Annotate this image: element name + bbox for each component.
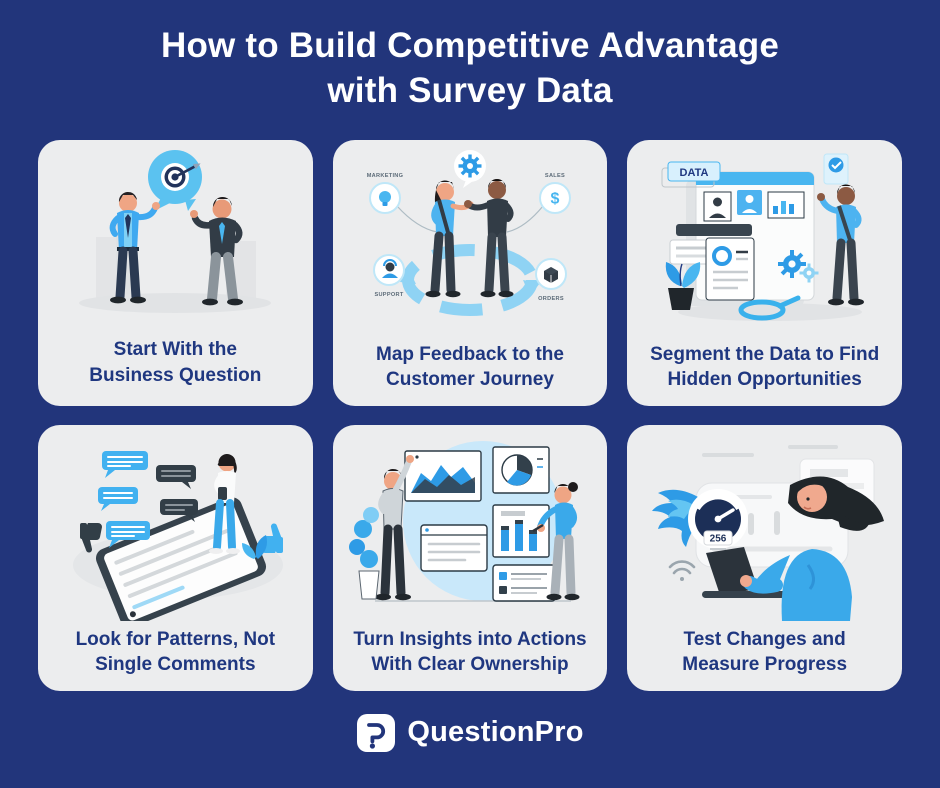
card-insights-to-actions: Turn Insights into Actions With Clear Ow…	[332, 424, 608, 691]
thumbs-down-icon	[80, 522, 103, 553]
person-left	[109, 192, 161, 304]
chat-bubbles-icons	[98, 450, 199, 548]
team-charts-illustration	[348, 440, 580, 602]
page-title: How to Build Competitive Advantage with …	[160, 26, 780, 110]
brand-name: QuestionPro	[407, 716, 584, 749]
checkmark-badge-icon	[823, 153, 849, 185]
card-caption: Segment the Data to Find Hidden Opportun…	[650, 343, 880, 390]
sales-label: SALES	[545, 173, 565, 179]
card-start-with-business-question: Start With the Business Question	[38, 139, 313, 406]
lightbulb-icon	[378, 190, 391, 206]
speedometer-icon: 256	[651, 488, 748, 550]
speed-value: 256	[709, 533, 726, 544]
notes-panel	[420, 523, 488, 572]
person-woman	[425, 180, 474, 297]
sales-node: SALES $	[538, 173, 571, 214]
orders-label: ORDERS	[538, 296, 564, 302]
illustration-customer-journey: MARKETING SALES $	[333, 140, 608, 336]
card-look-for-patterns: Look for Patterns, Not Single Comments	[38, 424, 313, 691]
target-speech-bubble-icon	[148, 150, 203, 212]
dollar-icon: $	[551, 190, 560, 207]
support-agent-icon	[381, 258, 398, 278]
speedometer-laptop-illustration: 256	[651, 444, 884, 621]
magnifier-icon	[738, 295, 801, 321]
marketing-node: MARKETING	[367, 173, 404, 214]
ground-shadow	[79, 293, 272, 314]
data-tag: DATA	[661, 161, 721, 188]
person-pointing	[816, 184, 864, 305]
illustration-test-measure: 256	[627, 425, 902, 621]
card-grid: Start With the Business Question	[38, 139, 902, 691]
document-panel	[705, 237, 755, 301]
leaves-icon	[242, 534, 268, 559]
person-with-phone	[209, 453, 241, 554]
gear-speech-bubble-icon	[453, 149, 486, 188]
customer-journey-illustration: MARKETING SALES $	[367, 149, 571, 316]
card-caption: Map Feedback to the Customer Journey	[376, 343, 564, 390]
tablet-comments-illustration	[73, 450, 284, 621]
illustration-segment-data: DATA	[627, 140, 902, 336]
infographic-root: How to Build Competitive Advantage with …	[0, 26, 940, 753]
person-reviewer	[532, 481, 580, 600]
person-right	[190, 197, 244, 306]
area-chart-panel	[404, 449, 482, 502]
two-people-discussing-illustration	[79, 150, 272, 314]
support-node: SUPPORT	[372, 253, 405, 298]
wifi-icon	[668, 559, 695, 581]
illustration-patterns	[38, 425, 313, 621]
data-panels-illustration: DATA	[661, 153, 864, 321]
package-box-icon	[543, 266, 558, 283]
card-segment-data: DATA	[627, 139, 902, 406]
marketing-label: MARKETING	[367, 173, 404, 179]
journey-cycle-arrows	[399, 243, 540, 316]
bar-chart-panel	[492, 503, 550, 558]
ground-shadow	[677, 302, 862, 321]
pie-chart-panel	[492, 445, 550, 494]
card-caption: Start With the Business Question	[89, 339, 262, 386]
illustration-business-question	[38, 140, 313, 332]
questionpro-logo-icon	[357, 713, 396, 752]
profile-card-icons	[703, 189, 805, 222]
gears-icon	[777, 249, 819, 283]
footer-brand: QuestionPro	[0, 713, 940, 753]
card-caption: Test Changes and Measure Progress	[682, 628, 848, 675]
card-caption: Turn Insights into Actions With Clear Ow…	[353, 628, 587, 675]
person-woman-laptop	[739, 476, 884, 621]
checklist-panel	[492, 563, 556, 602]
plant-icon	[665, 261, 700, 310]
person-man	[463, 178, 514, 297]
illustration-insights-actions	[333, 425, 608, 621]
card-caption: Look for Patterns, Not Single Comments	[75, 628, 276, 675]
plant-icon	[348, 506, 380, 600]
card-test-and-measure: 256	[627, 424, 902, 691]
person-presenter	[374, 454, 414, 600]
data-tag-label: DATA	[679, 167, 708, 179]
orders-node: ORDERS	[534, 257, 567, 302]
card-map-feedback-journey: MARKETING SALES $	[332, 139, 608, 406]
support-label: SUPPORT	[374, 292, 403, 298]
